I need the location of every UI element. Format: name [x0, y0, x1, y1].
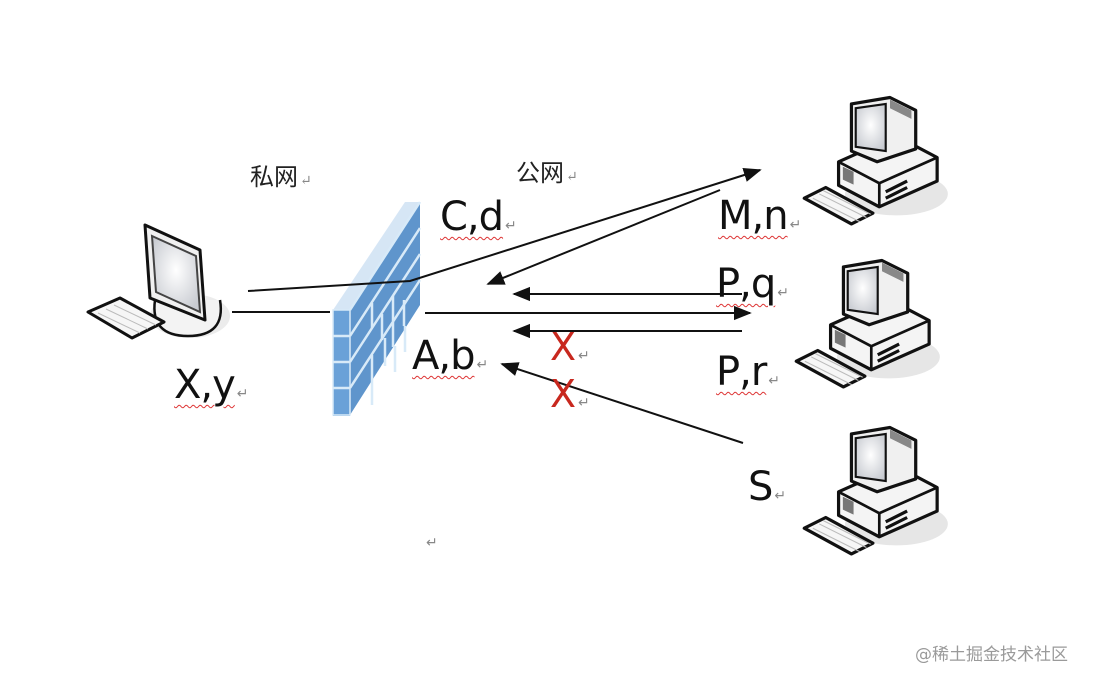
private-network-label: 私网↵: [250, 163, 312, 191]
remote-computer-icon-1: [802, 95, 950, 226]
reply-arrow-from-M-n: [486, 189, 721, 285]
remote-computer-icon-2: [794, 258, 942, 389]
blocked-arrow-from-S: [500, 362, 744, 444]
firewall-in-address: A,b↵: [412, 333, 488, 379]
firewall-icon: [332, 201, 422, 416]
outbound-arrow-to-M-n: [247, 168, 762, 292]
remote-address-S: S↵: [748, 464, 786, 510]
blocked-x-icon-2: X↵: [550, 372, 590, 416]
blocked-x-icon-1: X↵: [550, 325, 590, 369]
remote-address-P-q: P,q↵: [716, 261, 789, 307]
remote-computer-icon-3: [802, 425, 950, 556]
private-computer-icon: [86, 223, 230, 340]
watermark: @稀土掘金技术社区: [915, 645, 1068, 665]
paragraph-mark: ↵: [426, 535, 438, 551]
public-network-label: 公网↵: [516, 159, 578, 187]
firewall-out-address: C,d↵: [440, 194, 517, 240]
private-host-address: X,y↵: [174, 362, 249, 408]
remote-address-P-r: P,r↵: [716, 349, 780, 395]
remote-address-M-n: M,n↵: [718, 193, 801, 239]
